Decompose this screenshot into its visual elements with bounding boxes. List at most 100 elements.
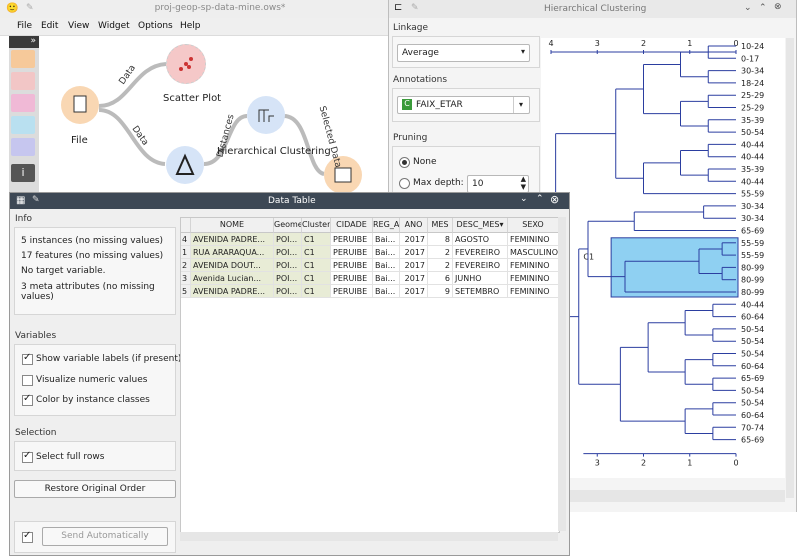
- table-cell[interactable]: 2017: [400, 272, 428, 285]
- table-cell[interactable]: AVENIDA PADRE...: [191, 285, 274, 298]
- table-cell[interactable]: C1: [302, 259, 331, 272]
- send-automatically-checkbox[interactable]: [22, 530, 33, 543]
- menu-help[interactable]: Help: [180, 21, 201, 31]
- color-by-class-checkbox[interactable]: [22, 393, 33, 406]
- menu-options[interactable]: Options: [138, 21, 173, 31]
- table-cell[interactable]: PERUIBE: [331, 259, 373, 272]
- column-header-ano[interactable]: ANO: [400, 218, 428, 233]
- table-cell[interactable]: RUA ARARAQUA...: [191, 246, 274, 259]
- model-category-icon[interactable]: [11, 94, 35, 112]
- visualize-numeric-checkbox[interactable]: [22, 375, 33, 386]
- row-index[interactable]: 5: [181, 285, 191, 298]
- table-cell[interactable]: Avenida Lucian...: [191, 272, 274, 285]
- workflow-canvas[interactable]: File Scatter Plot Hierarchical Clusterin…: [39, 36, 390, 196]
- maximize-icon[interactable]: ⌃: [759, 3, 767, 13]
- table-cell[interactable]: C1: [302, 272, 331, 285]
- corner-header[interactable]: [181, 218, 191, 233]
- column-header-nome[interactable]: NOME: [191, 218, 274, 233]
- table-cell[interactable]: C1: [302, 233, 331, 246]
- table-cell[interactable]: 2: [428, 259, 453, 272]
- data-table-node-icon[interactable]: [324, 156, 362, 194]
- distances-node-icon[interactable]: [166, 146, 204, 184]
- evaluate-category-icon[interactable]: [11, 116, 35, 134]
- table-cell[interactable]: 2017: [400, 259, 428, 272]
- table-cell[interactable]: JUNHO: [453, 272, 508, 285]
- table-cell[interactable]: 2: [428, 246, 453, 259]
- select-full-rows-checkbox[interactable]: [22, 450, 33, 463]
- table-cell[interactable]: POI...: [274, 233, 302, 246]
- table-cell[interactable]: 2017: [400, 285, 428, 298]
- pruning-maxdepth-radio[interactable]: [399, 178, 410, 189]
- table-scrollbar[interactable]: [558, 217, 566, 531]
- dt-maximize-icon[interactable]: ⌃: [536, 194, 544, 204]
- column-header-cluster[interactable]: Cluster: [302, 218, 331, 233]
- visualize-category-icon[interactable]: [11, 72, 35, 90]
- info-icon[interactable]: i: [11, 164, 35, 182]
- table-cell[interactable]: MASCULINO: [508, 246, 559, 259]
- send-automatically-button[interactable]: Send Automatically: [42, 527, 168, 546]
- row-index[interactable]: 1: [181, 246, 191, 259]
- column-header-desc-mes[interactable]: DESC_MES▾: [453, 218, 508, 233]
- table-cell[interactable]: FEMININO: [508, 259, 559, 272]
- table-cell[interactable]: SETEMBRO: [453, 285, 508, 298]
- table-cell[interactable]: C1: [302, 285, 331, 298]
- menu-view[interactable]: View: [68, 21, 90, 31]
- table-cell[interactable]: AVENIDA PADRE...: [191, 233, 274, 246]
- linkage-combo[interactable]: Average ▾: [397, 44, 530, 62]
- table-cell[interactable]: Bai...: [373, 272, 400, 285]
- spin-up-icon[interactable]: ▲: [520, 175, 526, 183]
- restore-original-order-button[interactable]: Restore Original Order: [14, 480, 176, 498]
- hc-pin-icon[interactable]: ✎: [411, 3, 419, 13]
- annotations-combo[interactable]: C FAIX_ETAR ▾: [397, 96, 530, 114]
- scatter-plot-node-icon[interactable]: [166, 44, 206, 84]
- menu-edit[interactable]: Edit: [41, 21, 59, 31]
- table-cell[interactable]: PERUIBE: [331, 272, 373, 285]
- table-cell[interactable]: Bai...: [373, 259, 400, 272]
- table-horizontal-scrollbar[interactable]: [180, 532, 558, 541]
- table-cell[interactable]: FEMININO: [508, 272, 559, 285]
- table-cell[interactable]: POI...: [274, 246, 302, 259]
- table-cell[interactable]: 2017: [400, 233, 428, 246]
- table-cell[interactable]: FEMININO: [508, 233, 559, 246]
- hc-scrollbar[interactable]: [786, 38, 794, 498]
- table-cell[interactable]: PERUIBE: [331, 246, 373, 259]
- table-cell[interactable]: Bai...: [373, 285, 400, 298]
- table-cell[interactable]: 6: [428, 272, 453, 285]
- hc-horizontal-scrollbar[interactable]: [541, 490, 785, 502]
- close-icon[interactable]: ⊗: [774, 2, 782, 12]
- pin-icon[interactable]: ✎: [26, 3, 34, 13]
- row-index[interactable]: 2: [181, 259, 191, 272]
- table-cell[interactable]: PERUIBE: [331, 233, 373, 246]
- table-cell[interactable]: AVENIDA DOUT...: [191, 259, 274, 272]
- menu-file[interactable]: File: [17, 21, 33, 31]
- table-cell[interactable]: 8: [428, 233, 453, 246]
- dt-minimize-icon[interactable]: ⌄: [520, 194, 528, 204]
- column-header-sexo[interactable]: SEXO: [508, 218, 559, 233]
- spin-down-icon[interactable]: ▼: [520, 183, 526, 191]
- column-header-mes[interactable]: MES: [428, 218, 453, 233]
- table-cell[interactable]: POI...: [274, 272, 302, 285]
- collapse-toolbox-icon[interactable]: »: [9, 36, 39, 48]
- row-index[interactable]: 3: [181, 272, 191, 285]
- file-node-icon[interactable]: [61, 86, 99, 124]
- hierarchical-clustering-node-icon[interactable]: [247, 96, 285, 134]
- menu-widget[interactable]: Widget: [98, 21, 130, 31]
- table-cell[interactable]: PERUIBE: [331, 285, 373, 298]
- table-cell[interactable]: FEVEREIRO: [453, 246, 508, 259]
- table-cell[interactable]: Bai...: [373, 246, 400, 259]
- dt-pin-icon[interactable]: ✎: [32, 195, 40, 205]
- table-cell[interactable]: POI...: [274, 259, 302, 272]
- pruning-none-radio[interactable]: [399, 157, 410, 168]
- dt-close-icon[interactable]: ⊗: [550, 193, 560, 206]
- column-header-reg-ad[interactable]: REG_AD: [373, 218, 400, 233]
- table-cell[interactable]: AGOSTO: [453, 233, 508, 246]
- column-header-cidade[interactable]: CIDADE: [331, 218, 373, 233]
- column-header-geometry[interactable]: Geomet: [274, 218, 302, 233]
- minimize-icon[interactable]: ⌄: [744, 3, 752, 13]
- table-cell[interactable]: FEMININO: [508, 285, 559, 298]
- table-cell[interactable]: FEVEREIRO: [453, 259, 508, 272]
- table-cell[interactable]: C1: [302, 246, 331, 259]
- data-table-grid[interactable]: NOME Geomet Cluster CIDADE REG_AD ANO ME…: [180, 217, 560, 533]
- data-category-icon[interactable]: [11, 50, 35, 68]
